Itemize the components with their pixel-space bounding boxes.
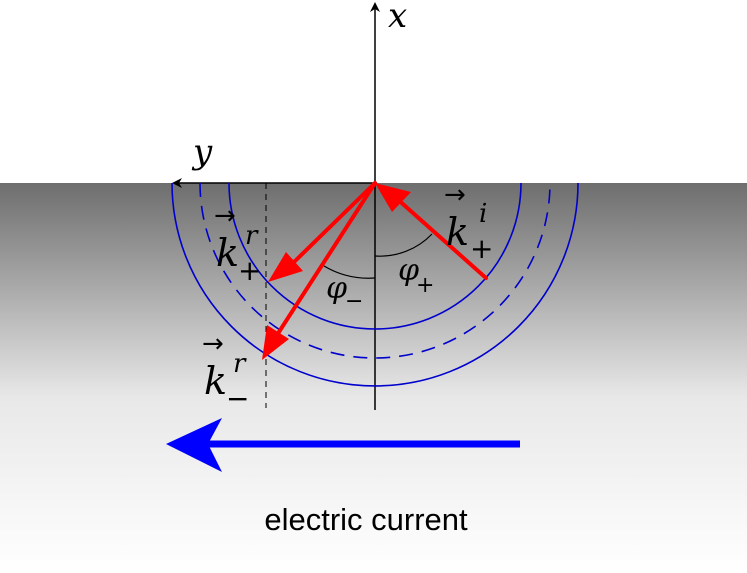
metal-region: [0, 183, 747, 573]
caption-electric-current: electric current: [264, 502, 468, 537]
reflected-plus-vector: [290, 181, 377, 266]
reflected-minus-arrowhead: [262, 325, 289, 360]
x-axis-label: x: [388, 0, 407, 36]
incident-symbol: k: [446, 210, 469, 254]
incident-vector: [393, 195, 488, 280]
reflected-plus-superscript: r: [245, 221, 259, 251]
fermi-circle-outer: [171, 182, 579, 387]
incident-subscript: +: [470, 232, 493, 265]
wave-vectors: [262, 181, 488, 360]
y-axis-label: y: [191, 132, 213, 172]
reflected-plus-label: k → r +: [214, 201, 261, 287]
reflected-plus-subscript: +: [238, 254, 261, 287]
fermi-circle-dashed: [199, 182, 551, 359]
angle-arc-minus: [323, 265, 376, 279]
phi-plus-symbol: φ: [398, 253, 419, 288]
reflected-minus-superscript: r: [233, 349, 247, 379]
incident-vector-label: k → i +: [444, 180, 493, 265]
reflected-plus-symbol: k: [216, 231, 239, 275]
reflected-minus-vector: [275, 181, 377, 337]
incident-superscript: i: [479, 199, 487, 229]
phi-plus-label: φ +: [398, 253, 434, 298]
phi-minus-symbol: φ: [326, 271, 347, 306]
reflected-minus-arrow-icon: →: [202, 329, 224, 359]
fermi-circle-inner: [228, 182, 522, 330]
phi-plus-subscript: +: [416, 273, 434, 298]
reflected-minus-symbol: k: [204, 359, 227, 403]
incident-vector-arrow-icon: →: [444, 180, 466, 210]
phi-minus-subscript: −: [345, 289, 363, 314]
reflected-plus-arrowhead: [268, 252, 303, 282]
reflected-minus-label: k → r −: [202, 329, 249, 415]
current-arrowhead: [166, 418, 222, 472]
incident-arrowhead: [375, 183, 411, 212]
phi-minus-label: φ −: [326, 271, 363, 314]
angle-arc-plus: [374, 233, 433, 257]
reflected-minus-subscript: −: [226, 382, 249, 415]
reflected-plus-arrow-icon: →: [214, 201, 236, 231]
